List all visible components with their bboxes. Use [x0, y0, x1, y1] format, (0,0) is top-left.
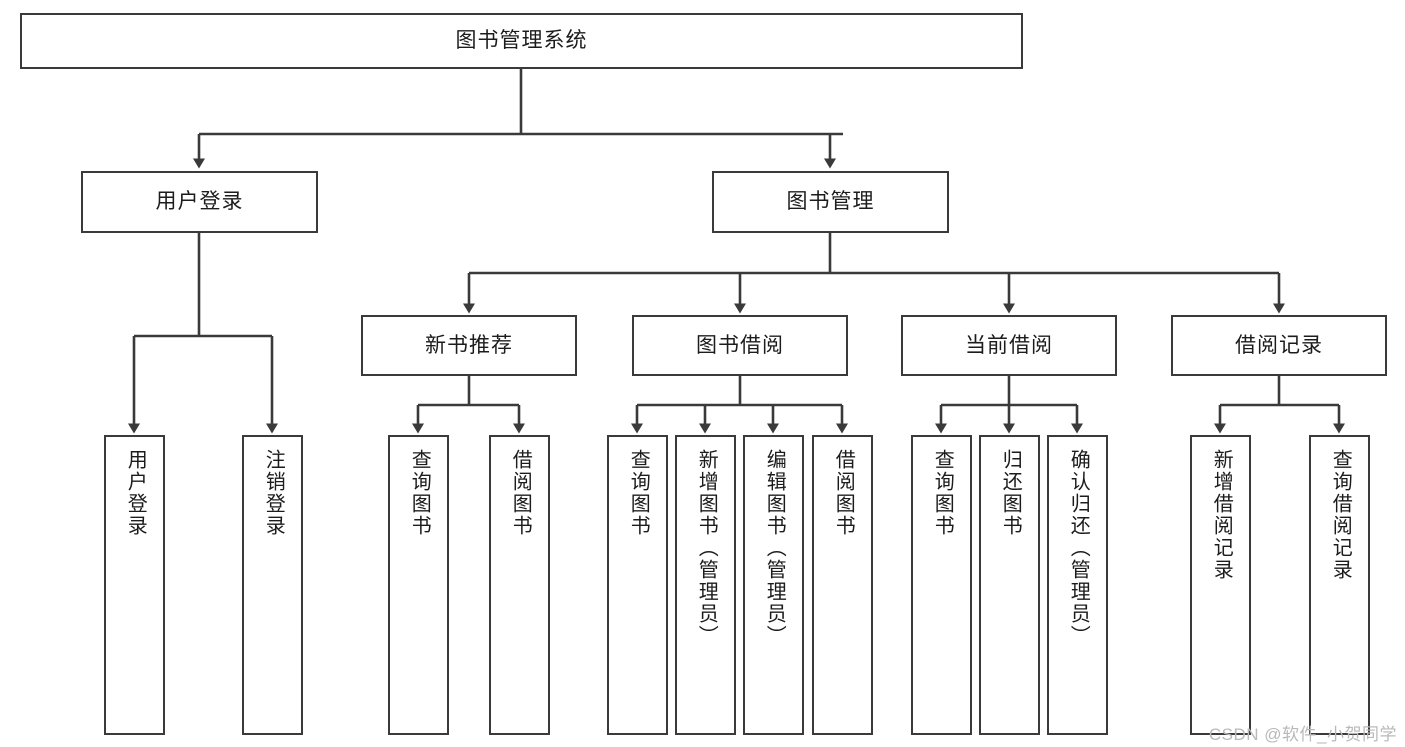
node-label: 借阅记录: [1235, 333, 1323, 357]
leaf-user-login-login[interactable]: 用户登录: [104, 435, 165, 735]
node-label: 查询借阅记录: [1329, 449, 1352, 581]
node-label: 确认归还（管理员）: [1067, 449, 1090, 647]
node-label: 图书借阅: [696, 333, 784, 357]
node-book-borrow[interactable]: 图书借阅: [632, 315, 848, 376]
node-label: 用户登录: [155, 190, 244, 214]
node-label: 新书推荐: [425, 333, 513, 357]
node-label: 借阅图书: [509, 449, 532, 537]
leaf-book-borrow-query-book[interactable]: 查询图书: [607, 435, 668, 735]
node-label: 图书管理: [786, 190, 875, 214]
node-label: 图书管理系统: [455, 29, 588, 53]
leaf-borrow-record-add-record[interactable]: 新增借阅记录: [1190, 435, 1251, 735]
leaf-user-login-logout[interactable]: 注销登录: [242, 435, 303, 735]
node-label: 借阅图书: [832, 449, 855, 537]
node-label: 新增借阅记录: [1210, 449, 1233, 581]
node-borrow-record[interactable]: 借阅记录: [1171, 315, 1387, 376]
leaf-current-borrow-query-book[interactable]: 查询图书: [911, 435, 972, 735]
leaf-new-book-query-book[interactable]: 查询图书: [388, 435, 449, 735]
node-new-book-recommend[interactable]: 新书推荐: [361, 315, 577, 376]
leaf-borrow-record-query-record[interactable]: 查询借阅记录: [1309, 435, 1370, 735]
node-label: 当前借阅: [965, 333, 1053, 357]
node-user-login[interactable]: 用户登录: [81, 171, 318, 233]
node-label: 注销登录: [262, 449, 285, 537]
node-book-management[interactable]: 图书管理: [712, 171, 949, 233]
leaf-book-borrow-borrow-book[interactable]: 借阅图书: [812, 435, 873, 735]
node-root-book-management-system[interactable]: 图书管理系统: [20, 13, 1023, 69]
node-label: 新增图书（管理员）: [695, 449, 718, 647]
leaf-book-borrow-add-book-admin[interactable]: 新增图书（管理员）: [675, 435, 736, 735]
node-label: 查询图书: [408, 449, 431, 537]
node-label: 编辑图书（管理员）: [763, 449, 786, 647]
node-label: 归还图书: [999, 449, 1022, 537]
leaf-current-borrow-confirm-return-admin[interactable]: 确认归还（管理员）: [1047, 435, 1108, 735]
node-label: 查询图书: [627, 449, 650, 537]
node-label: 查询图书: [931, 449, 954, 537]
leaf-new-book-borrow-book[interactable]: 借阅图书: [489, 435, 550, 735]
node-label: 用户登录: [124, 449, 147, 537]
node-current-borrow[interactable]: 当前借阅: [901, 315, 1117, 376]
leaf-book-borrow-edit-book-admin[interactable]: 编辑图书（管理员）: [743, 435, 804, 735]
leaf-current-borrow-return-book[interactable]: 归还图书: [979, 435, 1040, 735]
csdn-watermark: CSDN @软件_小贺同学: [1208, 725, 1397, 744]
